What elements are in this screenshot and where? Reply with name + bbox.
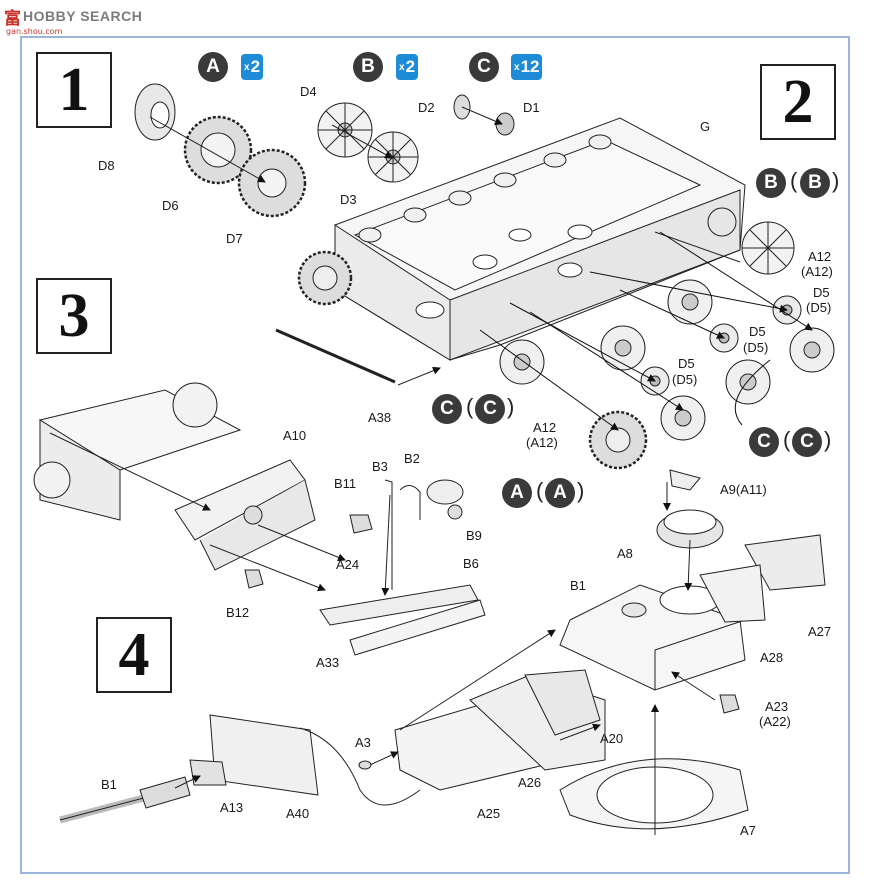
quantity-value: 12 [520,57,540,76]
step-number-1: 1 [36,52,112,128]
paren-open: ( [783,427,791,452]
callout-b2: B2 [404,451,420,466]
part-badge-a-left: A [502,478,532,508]
part-badge-c-left: C [432,394,462,424]
paren-open: ( [790,168,798,193]
callout-a3: A3 [355,735,371,750]
callout-a23: A23 [765,699,789,714]
callout-a8: A8 [617,546,633,561]
part-badge-b: B [353,52,383,82]
callout-a22: (A22) [759,714,791,729]
callout-a38: A38 [368,410,392,425]
part-badge-c: C [469,52,499,82]
callout-b3: B3 [372,459,388,474]
callout-d5-c: D5 [678,356,695,371]
quantity-value: 2 [405,57,416,76]
callout-a12-alt: (A12) [801,264,833,279]
part-badge-b-right: B [800,168,830,198]
callout-a7: A7 [740,823,756,838]
paren-close: ) [824,427,832,452]
paren-open: ( [466,394,474,419]
callout-b9: B9 [466,528,482,543]
callout-b12: B12 [226,605,250,620]
instruction-frame [20,36,850,874]
callout-d7: D7 [226,231,243,246]
paren-open: ( [536,478,544,503]
quantity-prefix: x [514,61,520,73]
callout-a10: A10 [283,428,307,443]
step3-rear-plate-assembly [33,382,486,656]
callout-d5-a: D5 [813,285,830,300]
callout-a27: A27 [808,624,832,639]
paren-close: ) [832,168,840,193]
callout-g: G [700,119,711,134]
callout-b1-turret: B1 [570,578,586,593]
quantity-value: 2 [250,57,261,76]
callout-a33: A33 [316,655,340,670]
step-number-3: 3 [36,278,112,354]
step2-hull-assembly [275,117,835,470]
step-number-2: 2 [760,64,836,140]
callout-b1-barrel: B1 [101,777,117,792]
callout-d1: D1 [523,100,540,115]
watermark-logo: 富 HOBBY SEARCH [4,4,143,29]
callout-a20: A20 [600,731,624,746]
callout-a26: A26 [518,775,542,790]
callout-d5-b-alt: (D5) [743,340,769,355]
paren-close: ) [577,478,585,503]
paren-close: ) [507,394,515,419]
callout-a12-lower: A12 [533,420,557,435]
callout-a28: A28 [760,650,784,665]
quantity-prefix: x [399,61,405,73]
part-badge-a: A [198,52,228,82]
callout-a25: A25 [477,806,501,821]
brand-name: HOBBY SEARCH [23,8,143,24]
callout-d8: D8 [98,158,115,173]
callout-a40: A40 [286,806,310,821]
callout-d6: D6 [162,198,179,213]
part-badge-c2-left: C [749,427,779,457]
callout-a9: A9(A11) [720,482,767,497]
callout-a12-lower-alt: (A12) [526,435,558,450]
callout-a24: A24 [336,557,360,572]
callout-b11: B11 [334,476,357,491]
callout-d5-c-alt: (D5) [672,372,698,387]
brand-logo-mark: 富 [4,8,21,29]
callout-b6: B6 [463,556,479,571]
callout-d5-a-alt: (D5) [806,300,832,315]
callout-a13: A13 [220,800,244,815]
step4-turret-assembly [59,469,826,835]
step-number-4: 4 [96,617,172,693]
callout-d4: D4 [300,84,317,99]
part-badge-c2-right: C [792,427,822,457]
part-badge-c-right: C [475,394,505,424]
callout-d5-b: D5 [749,324,766,339]
part-badge-b-left: B [756,168,786,198]
step1-wheel-assembly [134,83,515,218]
brand-url: gan.shou.com [6,27,63,36]
callout-d2: D2 [418,100,435,115]
callout-d3: D3 [340,192,357,207]
callout-a12: A12 [808,249,832,264]
part-badge-a-right: A [545,478,575,508]
quantity-prefix: x [244,61,250,73]
